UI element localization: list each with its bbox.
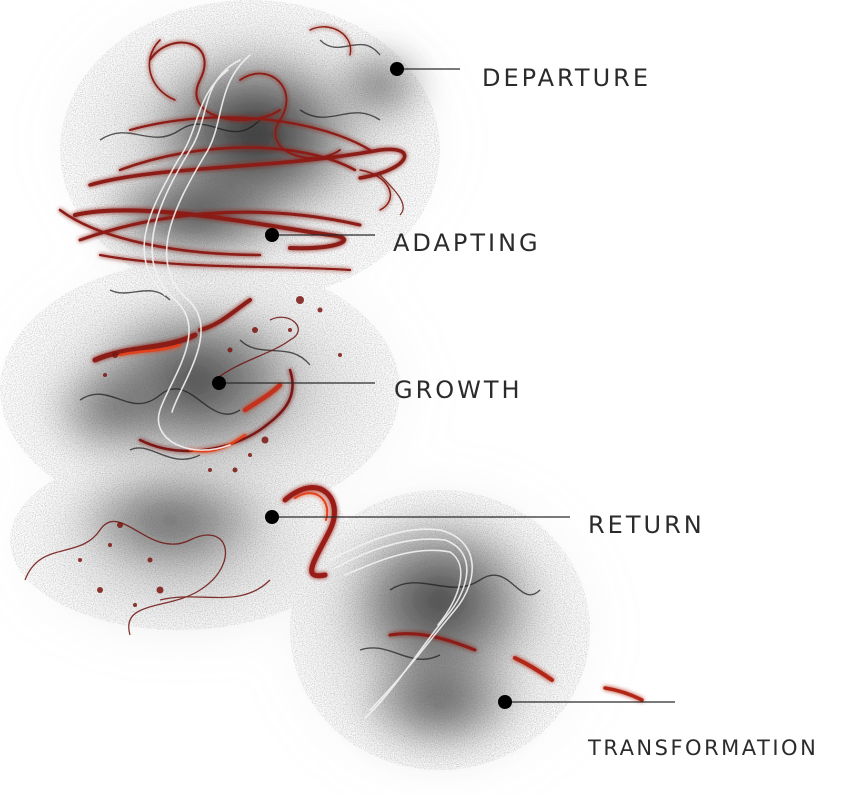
markers — [212, 62, 512, 709]
marker-departure — [390, 62, 404, 76]
marker-growth — [212, 376, 226, 390]
marker-return — [265, 510, 279, 524]
white-wisps — [143, 54, 473, 719]
stage-label-growth: GROWTH — [394, 376, 523, 404]
leader-lines — [219, 68, 675, 703]
red-droplets — [78, 296, 342, 607]
marker-adapting — [265, 228, 279, 242]
stage-label-transformation: TRANSFORMATION — [588, 736, 819, 760]
stage-label-return: RETURN — [588, 511, 705, 539]
red-threads — [24, 174, 404, 636]
marker-transformation — [498, 695, 512, 709]
stage-label-adapting: ADAPTING — [393, 229, 541, 257]
red-return-swoosh — [282, 485, 644, 702]
red-strands — [58, 26, 407, 272]
stage-label-departure: DEPARTURE — [482, 64, 651, 92]
